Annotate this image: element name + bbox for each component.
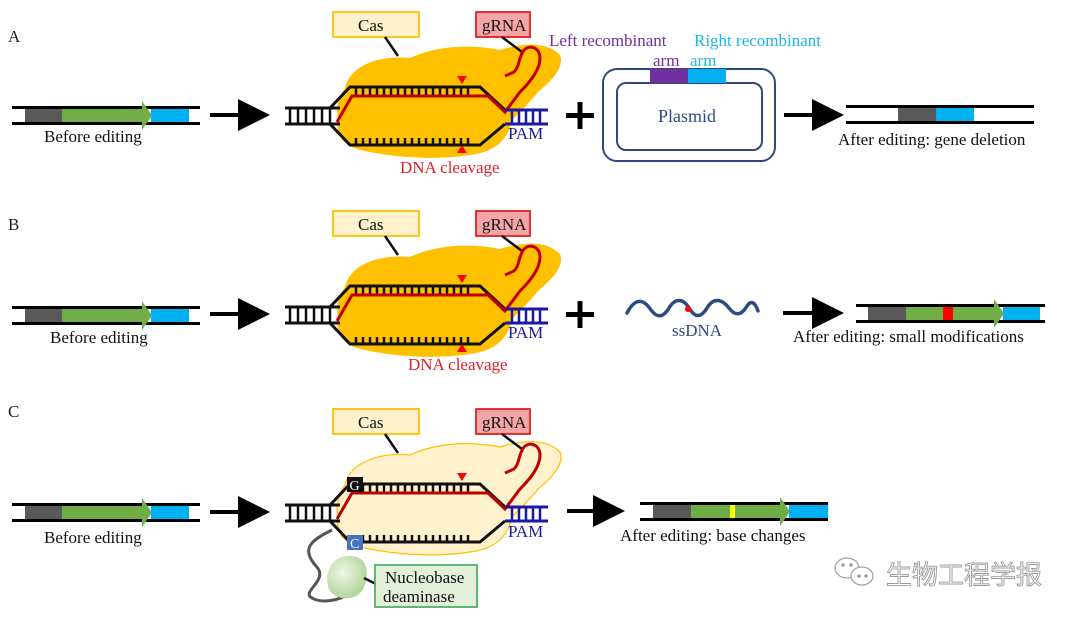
cas-label-a: Cas xyxy=(358,16,384,35)
watermark: 生物工程学报 xyxy=(834,557,1042,591)
linker-icon xyxy=(307,528,349,603)
cas-protein-icon xyxy=(337,44,561,158)
cas-pointer xyxy=(383,36,400,57)
after-cassette-a xyxy=(846,105,1034,124)
left-arm-sub: arm xyxy=(653,51,679,70)
before-cassette-a xyxy=(12,101,200,130)
panel-letter-b: B xyxy=(8,215,19,234)
cas-pointer xyxy=(383,235,400,256)
cleavage-marker-bottom-icon xyxy=(457,145,467,153)
plus-icon xyxy=(566,102,594,129)
wechat-icon xyxy=(834,557,874,586)
dna-bottom-strand xyxy=(328,519,506,544)
panel-c: C Before editing Cas gRNA PAM G C Nucleo… xyxy=(8,402,828,608)
deaminase-icon xyxy=(327,555,367,599)
cleavage-marker-top-icon xyxy=(457,473,467,481)
dna-bottom-strand xyxy=(328,321,506,346)
deaminase-pointer xyxy=(363,576,377,586)
cas-label-c: Cas xyxy=(358,413,384,432)
before-cassette-c xyxy=(12,498,200,527)
left-arm-label: Left recombinant xyxy=(549,31,667,50)
cas-label-b: Cas xyxy=(358,215,384,234)
grna-label-box xyxy=(475,11,531,38)
deaminase-label-box xyxy=(374,564,478,608)
cleavage-marker-bottom-icon xyxy=(457,344,467,352)
after-caption-a: After editing: gene deletion xyxy=(838,130,1026,149)
grna-pointer xyxy=(501,36,523,53)
before-caption-b: Before editing xyxy=(50,328,148,347)
pam-label-c: PAM xyxy=(508,522,543,541)
cas-complex-c xyxy=(285,408,562,556)
panel-letter-a: A xyxy=(8,27,21,46)
base-g-marker: G xyxy=(347,477,363,494)
right-arm-label: Right recombinant xyxy=(694,31,821,50)
pam-label-a: PAM xyxy=(508,124,543,143)
plasmid-label: Plasmid xyxy=(658,106,716,126)
after-caption-c: After editing: base changes xyxy=(620,526,806,545)
grna-pointer xyxy=(501,235,523,252)
dna-bottom-strand xyxy=(328,122,506,147)
right-arm-sub: arm xyxy=(690,51,716,70)
grna-label-c: gRNA xyxy=(482,413,527,432)
cas-complex-b xyxy=(285,210,561,357)
before-cassette-b xyxy=(12,301,200,330)
deaminase-label-line2: deaminase xyxy=(383,587,455,606)
after-cassette-b xyxy=(856,299,1045,328)
ssdna-icon xyxy=(625,298,760,318)
grna-strand xyxy=(335,45,542,123)
svg-text:C: C xyxy=(350,537,359,552)
cas-label-box xyxy=(332,408,420,435)
pam-label-b: PAM xyxy=(508,323,543,342)
ssdna-label: ssDNA xyxy=(672,321,723,340)
plasmid-icon xyxy=(602,68,776,162)
grna-strand xyxy=(335,244,542,322)
grna-strand xyxy=(335,442,542,520)
cas-complex-a xyxy=(285,11,561,158)
after-caption-b: After editing: small modifications xyxy=(793,327,1024,346)
cas-label-box xyxy=(332,210,420,237)
cas-pointer xyxy=(383,433,400,454)
panel-letter-c: C xyxy=(8,402,19,421)
deaminase-label-line1: Nucleobase xyxy=(385,568,464,587)
grna-pointer xyxy=(501,433,523,450)
cas-protein-icon xyxy=(337,243,561,357)
base-c-marker: C xyxy=(347,535,363,552)
cleavage-label-b: DNA cleavage xyxy=(408,355,508,374)
before-caption-a: Before editing xyxy=(44,127,142,146)
plus-icon xyxy=(566,301,594,328)
grna-label-b: gRNA xyxy=(482,215,527,234)
grna-label-a: gRNA xyxy=(482,16,527,35)
cleavage-marker-top-icon xyxy=(457,76,467,84)
cas-label-box xyxy=(332,11,420,38)
cleavage-marker-top-icon xyxy=(457,275,467,283)
cleavage-label-a: DNA cleavage xyxy=(400,158,500,177)
before-caption-c: Before editing xyxy=(44,528,142,547)
svg-text:G: G xyxy=(350,479,360,494)
watermark-text: 生物工程学报 xyxy=(886,561,1042,591)
panel-a: A Before editing Cas gRNA PAM DNA cleava… xyxy=(8,11,1034,177)
after-cassette-c xyxy=(640,497,828,526)
panel-b: B Before editing Cas gRNA PAM DNA cleava… xyxy=(8,210,1045,374)
